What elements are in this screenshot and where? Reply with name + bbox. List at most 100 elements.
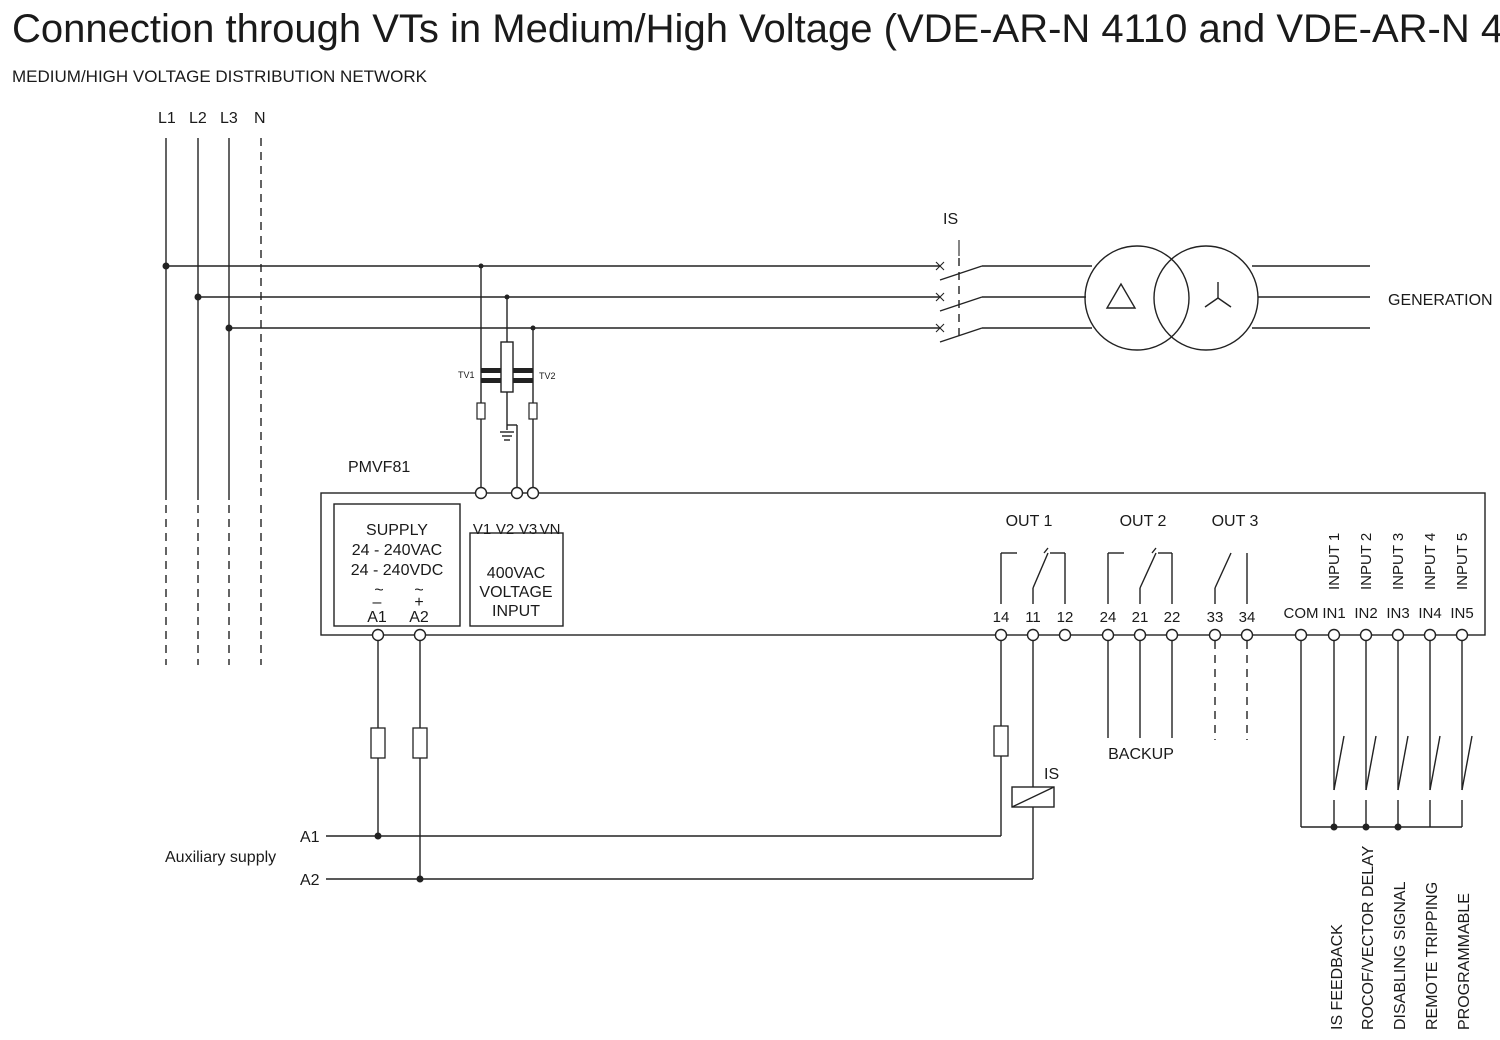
tv1-label: TV1: [458, 370, 475, 380]
voltage-transformers: TV1 TV2: [458, 266, 556, 492]
aux-a2-label: A2: [300, 872, 320, 889]
terminal-24[interactable]: [1101, 628, 1115, 642]
terminal-com[interactable]: [1294, 628, 1308, 642]
terminal-v2[interactable]: [510, 486, 524, 500]
terminal-label-in2: IN2: [1354, 605, 1377, 622]
terminal-label-22: 22: [1164, 609, 1181, 626]
terminal-21[interactable]: [1133, 628, 1147, 642]
tv2-winding: [513, 368, 533, 373]
coil-diagonal: [1011, 786, 1055, 808]
terminal-label-in5: IN5: [1450, 605, 1473, 622]
input-function-disabling: DISABLING SIGNAL: [1392, 881, 1409, 1030]
terminal-label-in4: IN4: [1418, 605, 1441, 622]
ac-symbol-icon: ~: [414, 582, 423, 599]
terminal-in1[interactable]: [1327, 628, 1341, 642]
isolator-contact-marks: [935, 261, 945, 333]
input-header-5: INPUT 5: [1454, 533, 1471, 590]
vt-core: [500, 341, 514, 393]
auxiliary-supply-wiring: Auxiliary supply A1 A2 IS BACKUP: [165, 641, 1248, 889]
terminal-a1[interactable]: [371, 628, 385, 642]
terminal-label-a2: A2: [409, 609, 429, 626]
minus-symbol: –: [373, 594, 382, 611]
terminal-v1[interactable]: [474, 486, 488, 500]
auxiliary-supply-label: Auxiliary supply: [165, 849, 276, 866]
input-header-2: INPUT 2: [1358, 533, 1375, 590]
terminal-label-com: COM: [1284, 605, 1319, 622]
busbars: [162, 262, 940, 332]
out3-relay-contact-icon: [1214, 552, 1248, 604]
terminal-label-11: 11: [1025, 609, 1041, 626]
device-name: PMVF81: [348, 459, 410, 476]
terminal-label-in1: IN1: [1322, 605, 1345, 622]
transformer: GENERATION: [1084, 245, 1493, 351]
input-header-4: INPUT 4: [1422, 533, 1439, 590]
isolator-label: IS: [943, 211, 958, 228]
input-switch-icon: [1397, 641, 1409, 827]
terminal-11[interactable]: [1026, 628, 1040, 642]
delta-symbol-icon: [1105, 282, 1137, 309]
supply-dc-range: 24 - 240VDC: [351, 562, 444, 579]
phase-label-l1: L1: [158, 110, 176, 127]
input-switch-icon: [1461, 641, 1473, 827]
terminal-in5[interactable]: [1455, 628, 1469, 642]
ac-symbol-icon: ~: [374, 582, 383, 599]
terminal-label-12: 12: [1057, 609, 1074, 626]
terminal-label-24: 24: [1100, 609, 1117, 626]
terminal-a2[interactable]: [413, 628, 427, 642]
page-subtitle: MEDIUM/HIGH VOLTAGE DISTRIBUTION NETWORK: [12, 67, 428, 86]
phase-label-l3: L3: [220, 110, 238, 127]
terminal-label-v2: V2: [496, 521, 514, 538]
terminal-14[interactable]: [994, 628, 1008, 642]
tv2-winding: [513, 378, 533, 383]
terminal-label-33: 33: [1207, 609, 1224, 626]
out3-label: OUT 3: [1212, 513, 1259, 530]
supply-block: [333, 503, 461, 627]
terminal-label-a1: A1: [367, 609, 387, 626]
input-switch-icon: [1429, 641, 1441, 827]
tv2-label: TV2: [539, 371, 556, 381]
input-switch-icon: [1333, 641, 1345, 827]
page-title: Connection through VTs in Medium/High Vo…: [12, 7, 1500, 51]
input-switch-icon: [1365, 641, 1377, 827]
terminal-in4[interactable]: [1423, 628, 1437, 642]
junction-dot: [162, 262, 170, 270]
terminal-22[interactable]: [1165, 628, 1179, 642]
supply-fuse-a1: [370, 727, 386, 759]
coil-label: IS: [1044, 766, 1059, 783]
junction-dot: [1394, 823, 1402, 831]
earth-icon: [500, 431, 514, 441]
plus-symbol: +: [414, 594, 423, 611]
digital-inputs-wiring: IS FEEDBACK ROCOF/VECTOR DELAY DISABLING…: [1300, 641, 1473, 1030]
terminal-label-vn: VN: [540, 521, 561, 538]
backup-label: BACKUP: [1108, 746, 1174, 763]
phase-label-n: N: [254, 110, 266, 127]
terminal-label-34: 34: [1239, 609, 1256, 626]
trip-circuit-fuse: [993, 725, 1009, 757]
device-enclosure: [320, 492, 1486, 636]
terminal-v3[interactable]: [526, 486, 540, 500]
transformer-secondary-winding: [1153, 245, 1259, 351]
junction-dot: [1330, 823, 1338, 831]
voltage-input-block: [469, 532, 564, 627]
terminal-label-in3: IN3: [1386, 605, 1409, 622]
isolator-blade: [939, 296, 983, 312]
supply-fuse-a2: [412, 727, 428, 759]
isolator-blade: [939, 265, 983, 281]
out1-relay-contact-icon: [1000, 547, 1066, 604]
vt-fuse: [528, 402, 538, 420]
terminal-33[interactable]: [1208, 628, 1222, 642]
junction-dot: [194, 293, 202, 301]
voltage-input-line2: VOLTAGE: [479, 584, 552, 601]
supply-ac-range: 24 - 240VAC: [352, 542, 442, 559]
terminal-12[interactable]: [1058, 628, 1072, 642]
terminal-in3[interactable]: [1391, 628, 1405, 642]
terminal-34[interactable]: [1240, 628, 1254, 642]
input-header-3: INPUT 3: [1390, 533, 1407, 590]
out1-label: OUT 1: [1006, 513, 1053, 530]
tv1-winding: [481, 368, 501, 373]
input-function-is-feedback: IS FEEDBACK: [1329, 924, 1346, 1030]
generation-label: GENERATION: [1388, 292, 1493, 309]
phase-label-l2: L2: [189, 110, 207, 127]
terminal-in2[interactable]: [1359, 628, 1373, 642]
